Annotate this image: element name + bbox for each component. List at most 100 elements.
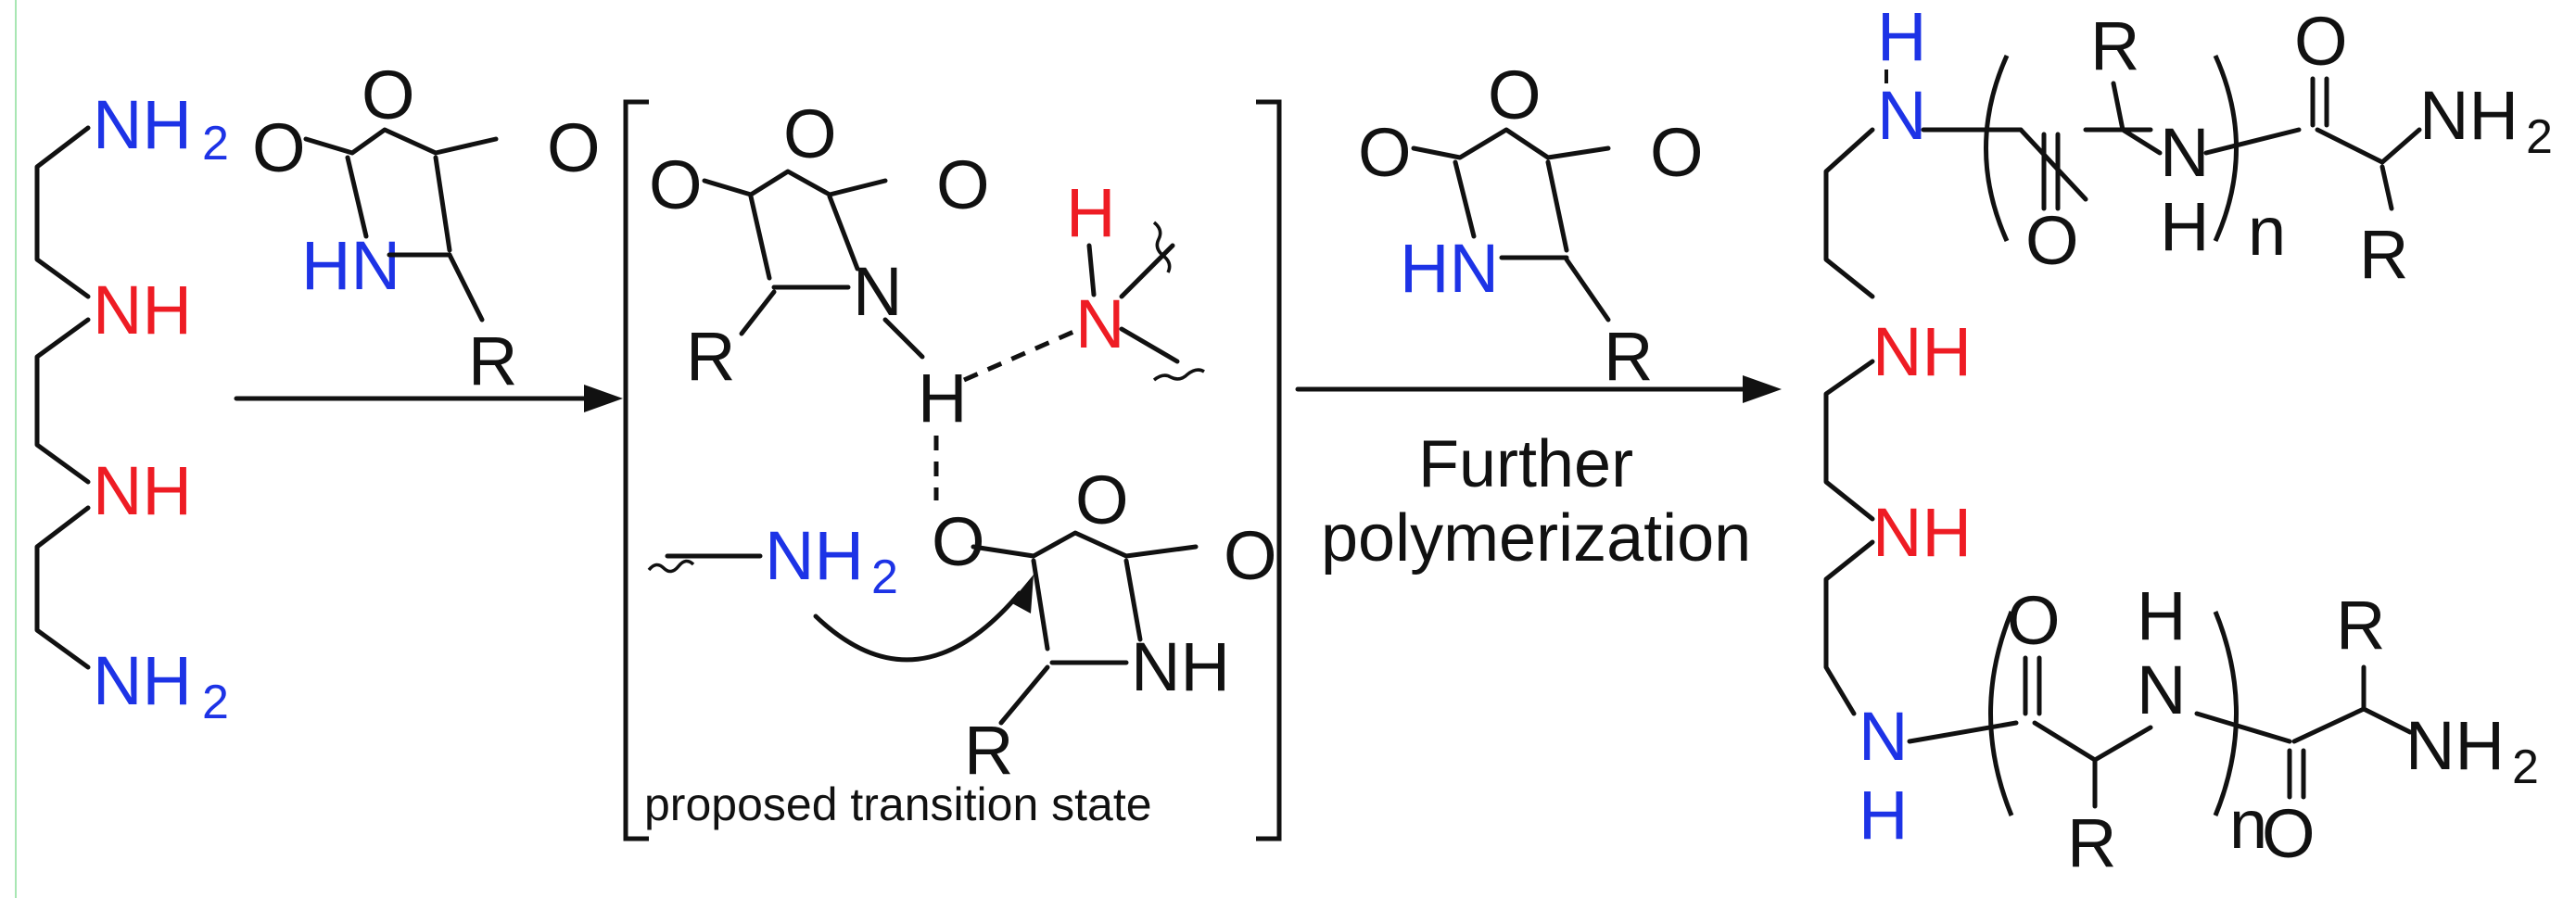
- prod-bot-bond-5: [2291, 706, 2367, 744]
- ts-amine-nh-bond: [1086, 243, 1097, 297]
- prod-top-r2: R: [2359, 216, 2408, 293]
- m2-bond-to-r: [1564, 257, 1611, 323]
- atom-o-carbonyl-right: O: [547, 109, 601, 186]
- polymer-product: H N NH NH N H O R N H n O NH 2 R: [1823, 0, 2553, 881]
- ts-bond-nh: [882, 317, 925, 360]
- ts-atom-r: R: [686, 318, 735, 395]
- prod-top-carbonyl-bond: [2018, 127, 2088, 202]
- m2-atom-o-right: O: [1650, 114, 1704, 191]
- prod-bot-o2: O: [2262, 795, 2316, 872]
- atom-o-ring: O: [362, 57, 415, 133]
- prod-nh-upper: NH: [1872, 313, 1972, 390]
- nh2-bottom: NH: [93, 642, 192, 719]
- prod-bot-bond-2: [2032, 720, 2098, 763]
- nca-monomer-1: O O O HN R: [252, 57, 601, 399]
- ts-b-atom-nh: NH: [1131, 628, 1230, 705]
- ts-b-atom-r: R: [964, 712, 1013, 789]
- nh2-top-subscript: 2: [202, 117, 229, 171]
- ts-atom-o-left: O: [649, 146, 703, 223]
- paren-bottom-close: [2213, 611, 2239, 816]
- nh-upper: NH: [93, 272, 192, 348]
- bond-chain-2: [34, 317, 91, 485]
- m2-ring-left: [1453, 159, 1477, 239]
- prod-chain-1: [1823, 127, 1875, 299]
- nca-monomer-2: O O O HN R: [1358, 57, 1704, 395]
- prod-top-o2: O: [2294, 3, 2348, 80]
- nh-lower: NH: [93, 452, 192, 529]
- bracket-right: [1256, 99, 1282, 841]
- prod-bot-r1: R: [2067, 804, 2116, 881]
- prod-bot-nh2: NH: [2405, 707, 2505, 784]
- m2-ring-right: [1545, 159, 1569, 253]
- prod-top-n-amide: N: [2160, 114, 2209, 191]
- arrow-label-line1: Further: [1418, 427, 1633, 501]
- prod-bot-bond-1: [1907, 720, 2019, 744]
- prod-top-nh2-subscript: 2: [2526, 110, 2553, 164]
- prod-bot-h-amide: H: [2137, 577, 2186, 654]
- ts-nh2: NH: [765, 517, 864, 594]
- ts-ring-right: [827, 194, 860, 272]
- prod-bottom-h: H: [1859, 777, 1908, 854]
- m2-atom-r: R: [1604, 318, 1653, 395]
- prod-bot-nh2-subscript: 2: [2512, 740, 2539, 794]
- ts-amine-bond-down: [1119, 326, 1180, 364]
- left-edge-line: [15, 0, 17, 898]
- atom-r: R: [468, 323, 517, 399]
- ts-atom-o-right: O: [936, 146, 990, 223]
- ts-ring-left: [748, 194, 772, 281]
- m2-atom-o-ring: O: [1488, 57, 1542, 133]
- prod-bot-bond-6: [2361, 706, 2413, 735]
- reaction-arrow-1: [234, 385, 623, 412]
- paren-top-close: [2213, 54, 2239, 243]
- ts-b-atom-o-ring: O: [1075, 462, 1129, 538]
- curved-arrow-head: [1010, 575, 1034, 613]
- prod-top-n-index: n: [2248, 193, 2286, 270]
- wavy-bond-lower: [1152, 368, 1205, 382]
- ts-ring-upper: [702, 169, 888, 197]
- polyamine-reactant: NH 2 NH NH NH 2: [34, 86, 229, 729]
- ts-b-ring-right: [1123, 558, 1143, 642]
- ts-b-ring-left: [1031, 558, 1050, 651]
- prod-bottom-n: N: [1859, 698, 1908, 775]
- transition-state-caption: proposed transition state: [644, 778, 1152, 830]
- reaction-arrow-2: [1295, 375, 1782, 403]
- ts-amine-bond-up: [1119, 243, 1175, 299]
- prod-nh-lower: NH: [1872, 494, 1972, 571]
- ts-atom-o-ring: O: [783, 95, 837, 172]
- bond-chain-3: [34, 505, 91, 670]
- m2-ring-upper: [1411, 127, 1611, 160]
- ts-b-atom-o-right: O: [1224, 517, 1277, 594]
- h-bond-to-amine: [962, 326, 1082, 383]
- ts-nh2-subscript: 2: [871, 550, 898, 604]
- prod-bot-n-index: n: [2229, 786, 2267, 863]
- prod-bot-o1: O: [2007, 582, 2061, 659]
- prod-top-r1: R: [2090, 7, 2139, 84]
- prod-top-nh2: NH: [2419, 77, 2519, 154]
- ts-amine-n: N: [1075, 285, 1124, 362]
- atom-hn: HN: [301, 227, 400, 304]
- prod-bot-n-amide: N: [2137, 651, 2186, 728]
- prod-top-bond-5: [2315, 127, 2385, 165]
- ts-bond-r: [739, 289, 777, 336]
- paren-bottom-open: [1988, 611, 2014, 816]
- wavy-bond-attacking: [647, 559, 695, 574]
- prod-chain-3: [1823, 539, 1875, 716]
- prod-chain-2: [1823, 359, 1875, 522]
- bond-to-r: [447, 252, 485, 323]
- wavy-bond-upper: [1152, 221, 1172, 273]
- transition-state: O O O N R H H N NH 2 O O O NH: [623, 95, 1282, 841]
- ts-atom-h: H: [918, 360, 967, 436]
- bond-chain-1: [34, 125, 91, 299]
- ring-upper: [303, 127, 499, 156]
- prod-top-h-amide: H: [2160, 188, 2209, 265]
- arrow-label-line2: polymerization: [1321, 501, 1751, 575]
- paren-top-open: [1984, 54, 2010, 243]
- prod-top-bond-6: [2379, 127, 2422, 165]
- atom-o-carbonyl-left: O: [252, 109, 306, 186]
- prod-top-bond-4: [2203, 127, 2302, 156]
- prod-top-bond-r2: [2379, 164, 2394, 211]
- ts-b-ring-upper: [971, 530, 1199, 559]
- prod-bot-r2: R: [2336, 587, 2385, 664]
- ts-atom-n: N: [853, 253, 902, 330]
